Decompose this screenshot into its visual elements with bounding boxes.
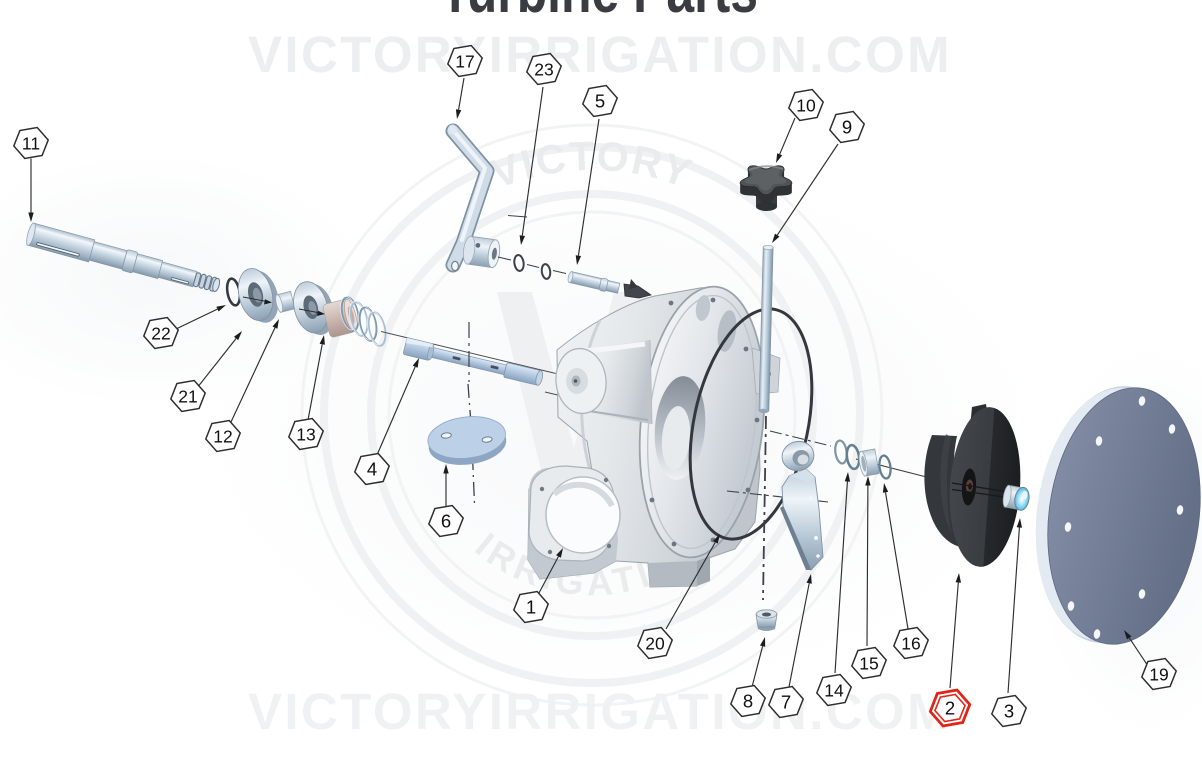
svg-text:10: 10 (796, 95, 816, 115)
svg-text:4: 4 (367, 458, 377, 479)
svg-text:1: 1 (526, 596, 536, 617)
svg-text:14: 14 (824, 680, 844, 700)
svg-text:20: 20 (645, 633, 665, 653)
svg-text:7: 7 (781, 691, 791, 712)
svg-text:19: 19 (1149, 664, 1168, 684)
svg-text:15: 15 (859, 653, 878, 673)
svg-text:8: 8 (743, 690, 753, 711)
svg-text:6: 6 (441, 510, 451, 531)
svg-text:11: 11 (22, 133, 40, 153)
svg-text:5: 5 (595, 90, 605, 111)
svg-text:22: 22 (151, 323, 170, 343)
svg-text:21: 21 (178, 386, 197, 406)
svg-text:VICTORYIRRIGATION.COM: VICTORYIRRIGATION.COM (248, 26, 952, 83)
svg-text:9: 9 (842, 116, 852, 137)
svg-text:17: 17 (455, 51, 474, 71)
svg-text:16: 16 (901, 633, 920, 653)
svg-text:3: 3 (1004, 700, 1014, 721)
svg-text:2: 2 (945, 697, 955, 718)
svg-text:12: 12 (213, 426, 232, 446)
svg-text:Turbine Parts: Turbine Parts (440, 0, 758, 26)
svg-text:23: 23 (534, 59, 553, 79)
svg-text:13: 13 (296, 424, 315, 444)
